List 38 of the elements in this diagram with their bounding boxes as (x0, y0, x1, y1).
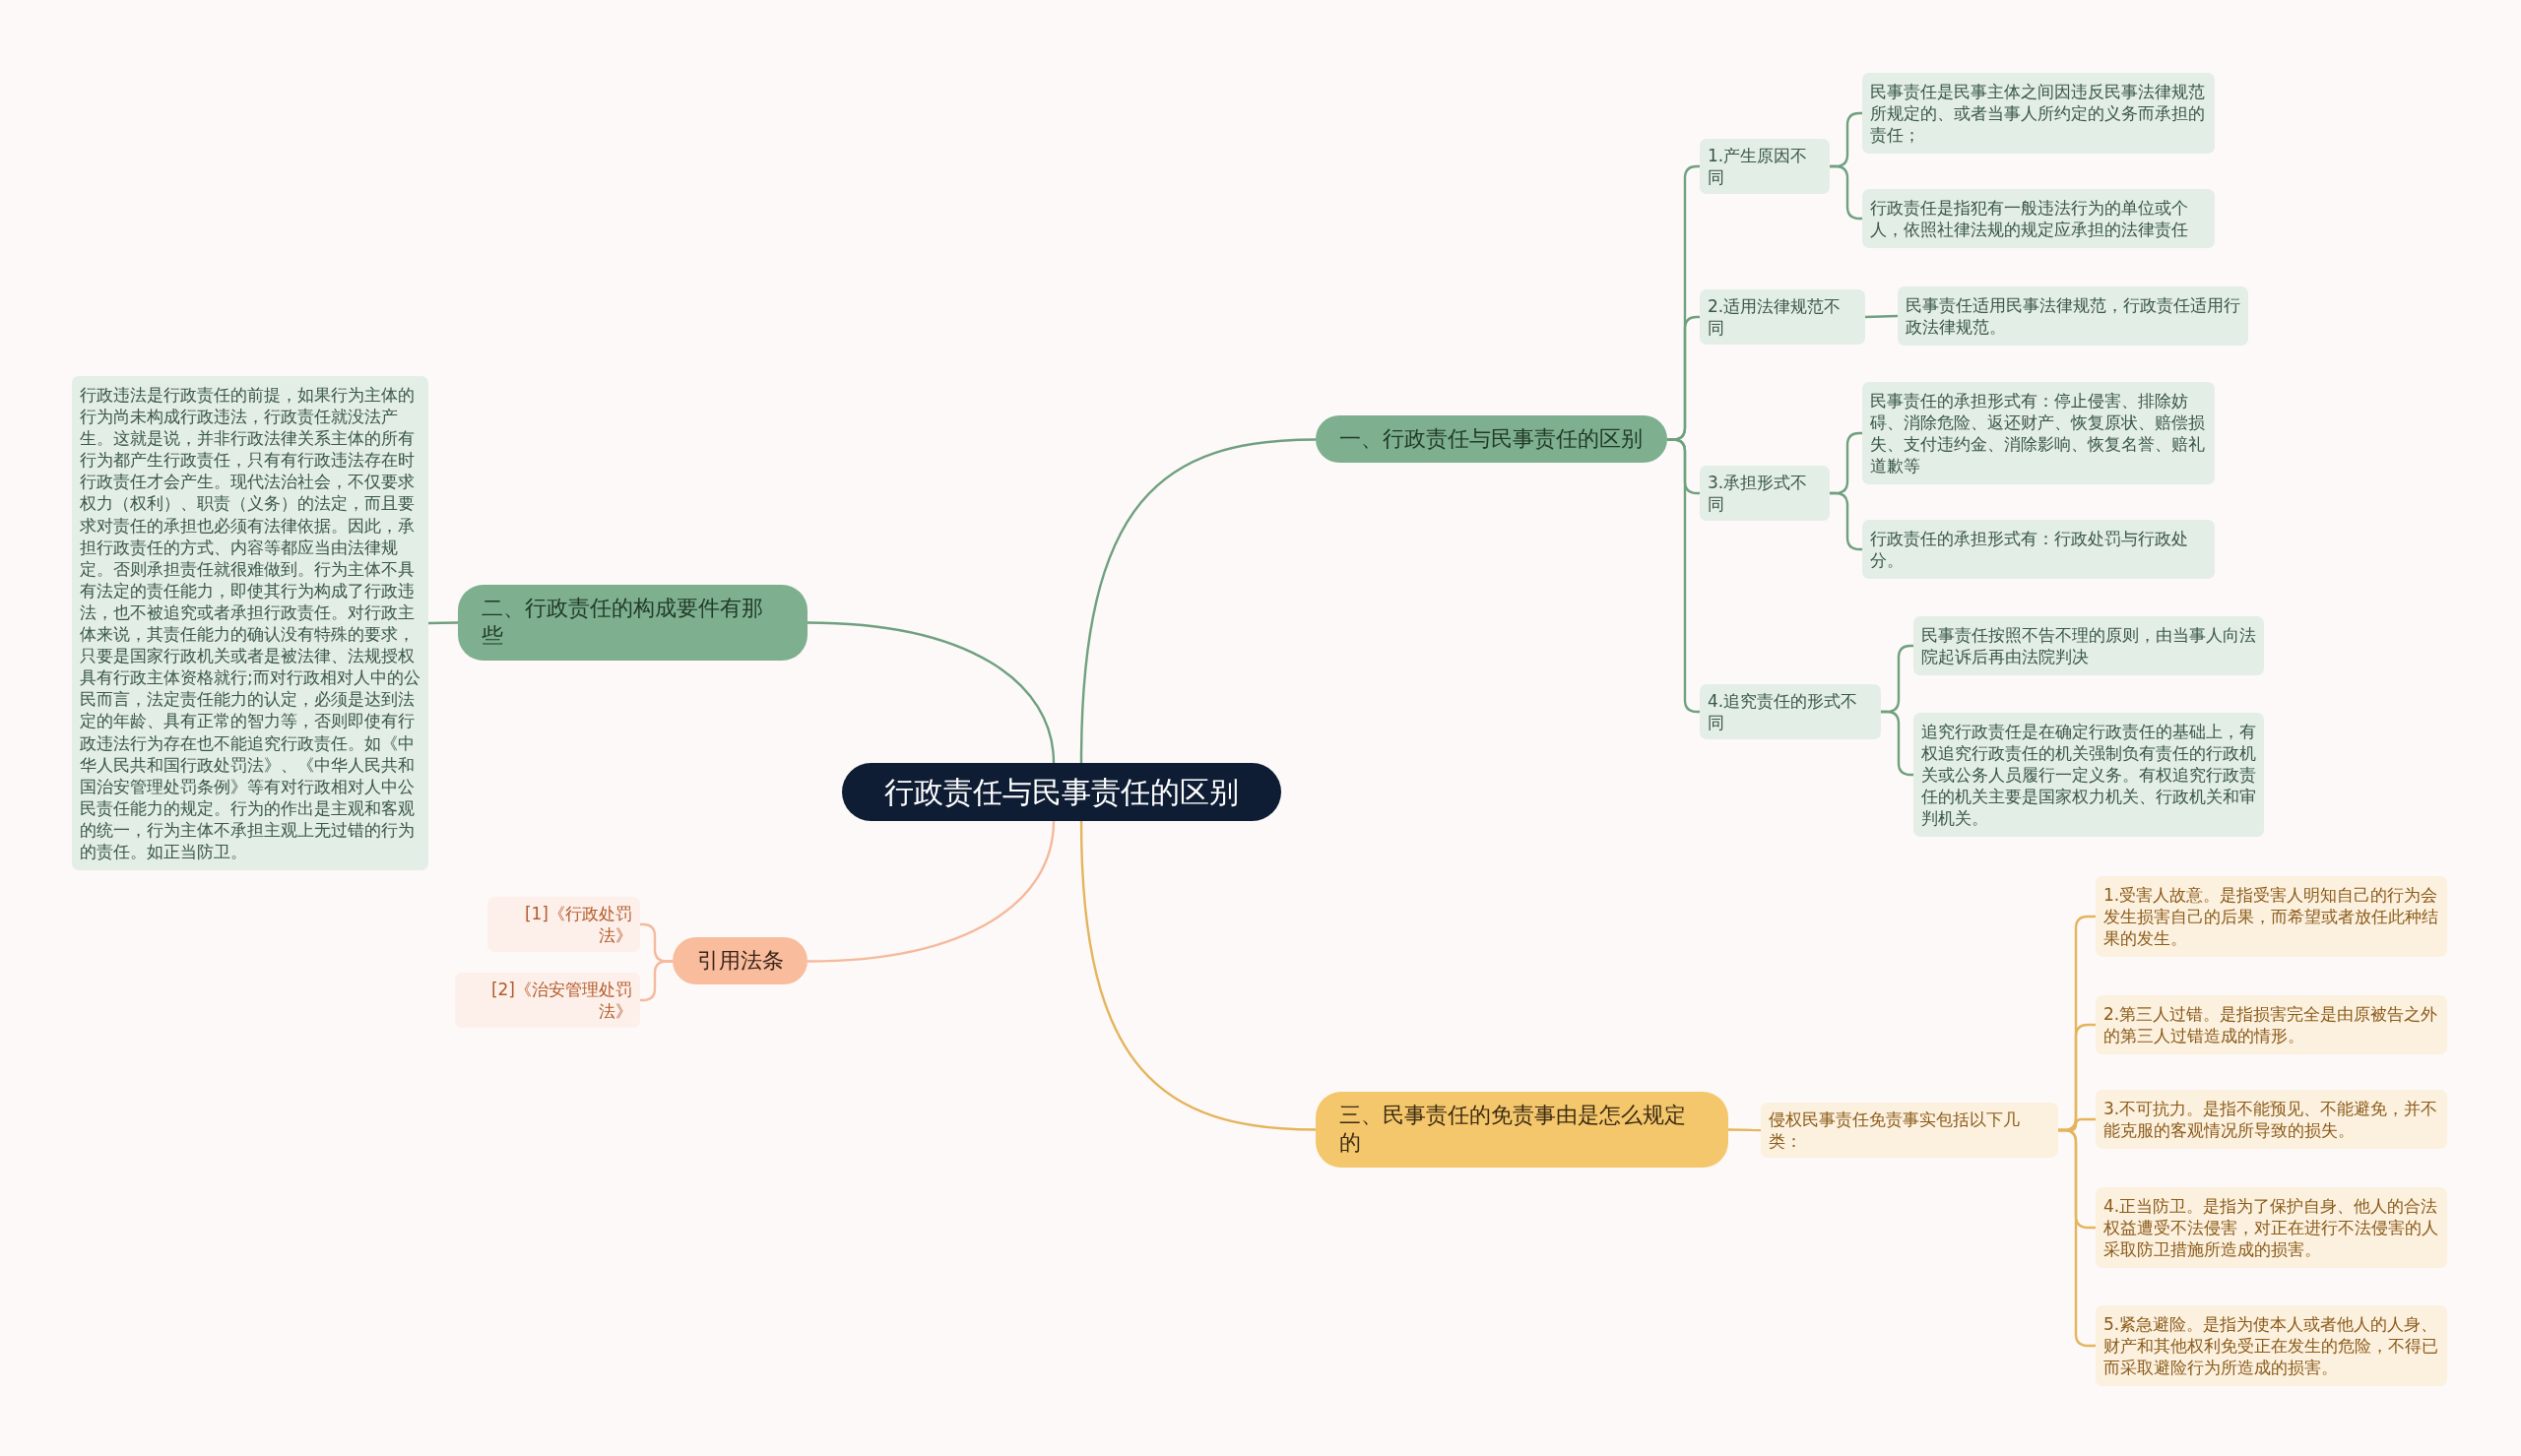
note-box: 行政责任的承担形式有：行政处罚与行政处分。 (1862, 520, 2215, 580)
subtopic-box: 侵权民事责任免责事实包括以下几类： (1761, 1103, 2058, 1159)
note-box: 1.受害人故意。是指受害人明知自己的行为会发生损害自己的后果，而希望或者放任此种结果的发生。 (2096, 876, 2447, 958)
subtopic-box: 4.追究责任的形式不同 (1700, 684, 1881, 740)
branch-topic: 三、民事责任的免责事由是怎么规定的 (1316, 1091, 1728, 1168)
connector-line (640, 960, 673, 1002)
note-box: 民事责任按照不告不理的原则，由当事人向法院起诉后再由法院判决 (1913, 616, 2264, 676)
branch-topic: 一、行政责任与民事责任的区别 (1316, 414, 1667, 464)
note-box: 民事责任的承担形式有：停止侵害、排除妨碍、消除危险、返还财产、恢复原状、赔偿损失、支付违约金、消除影响、恢复名誉、赔礼道歉等 (1862, 382, 2215, 485)
subtopic-box: 2.适用法律规范不同 (1700, 289, 1865, 346)
note-box: 民事责任适用民事法律规范，行政责任适用行政法律规范。 (1898, 286, 2248, 347)
note-box: 4.正当防卫。是指为了保护自身、他人的合法权益遭受不法侵害，对正在进行不法侵害的人采取防卫措施所造成的损害。 (2096, 1187, 2447, 1269)
connector-line (1079, 820, 1317, 1131)
connector-line (2058, 1128, 2096, 1348)
connector-line (807, 621, 1056, 764)
subtopic-box: 3.承担形式不同 (1700, 466, 1830, 522)
note-box: 追究行政责任是在确定行政责任的基础上，有权追究行政责任的机关强制负有责任的行政机关或公务人员履行一定义务。有权追究行政责任的机关主要是国家权力机关、行政机关和审判机关。 (1913, 713, 2264, 838)
reference-box: [2]《治安管理处罚法》 (455, 973, 640, 1029)
branch-topic: 引用法条 (673, 936, 808, 985)
note-box: 2.第三人过错。是指损害完全是由原被告之外的第三人过错造成的情形。 (2096, 995, 2447, 1055)
connector-line (1830, 491, 1862, 551)
connector-line (807, 820, 1056, 963)
connector-line (1728, 1128, 1761, 1132)
note-box: 3.不可抗力。是指不能预见、不能避免，并不能克服的客观情况所导致的损失。 (2096, 1090, 2447, 1150)
connector-line (1830, 164, 1862, 221)
reference-box: [1]《行政处罚法》 (487, 897, 640, 953)
subtopic-box: 1.产生原因不同 (1700, 139, 1830, 195)
note-box: 民事责任是民事主体之间因违反民事法律规范所规定的、或者当事人所约定的义务而承担的责任； (1862, 73, 2215, 155)
note-box: 5.紧急避险。是指为使本人或者他人的人身、财产和其他权利免受正在发生的危险，不得已而采取避险行为所造成的损害。 (2096, 1305, 2447, 1387)
connector-line (1079, 438, 1317, 764)
branch-topic: 二、行政责任的构成要件有那些 (458, 584, 808, 661)
note-box: 行政违法是行政责任的前提，如果行为主体的行为尚未构成行政违法，行政责任就没法产生。这就是说，并非行政法律关系主体的所有行为都产生行政责任，只有有行政违法存在时行政责任才会产生。现代法治社会，不仅要求权力（权利）、职责（义务）的法定，而且要求对责任的承担也必须有法律依据。因此，承担行政责任的方式、内容等都应当由法律规定。否则承担责任就很难做到。行为主体不具有法定的责任能力，即使其行为构成了行政违法，也不被追究或者承担行政责任。对行政主体来说，其责任能力的确认没有特殊的要求，只要是国家行政机关或者是被法律、法规授权具有行政主体资格就行;而对行政相对人中的公民而言，法定责任能力的认定，必须是达到法定的年龄、具有正常的智力等，否则即使有行政违法行为存在也不能追究行政责任。如《中华人民共和国行政处罚法》、《中华人民共和国治安管理处罚条例》等有对行政相对人中公民责任能力的规定。行为的作出是主观和客观的统一，行为主体不承担主观上无过错的行为的责任。如正当防卫。 (72, 376, 428, 871)
connector-line (1864, 314, 1899, 319)
central-topic: 行政责任与民事责任的区别 (842, 762, 1281, 821)
connector-line (1881, 710, 1913, 777)
connector-line (427, 621, 459, 625)
note-box: 行政责任是指犯有一般违法行为的单位或个人，依照社律法规的规定应承担的法律责任 (1862, 189, 2215, 249)
connector-line (1667, 438, 1700, 714)
